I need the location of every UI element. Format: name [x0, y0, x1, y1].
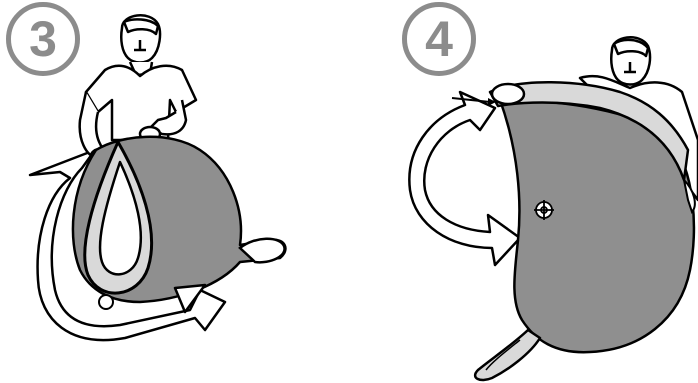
step-4-number: 4 [402, 2, 476, 76]
step-3-number: 3 [6, 2, 80, 76]
step-4-badge: 4 [402, 2, 474, 74]
step-4-curved-arrow [409, 92, 520, 265]
step-4-handle-loop [475, 330, 540, 380]
step-3-badge: 3 [6, 2, 78, 74]
step-4-hand [492, 84, 524, 104]
